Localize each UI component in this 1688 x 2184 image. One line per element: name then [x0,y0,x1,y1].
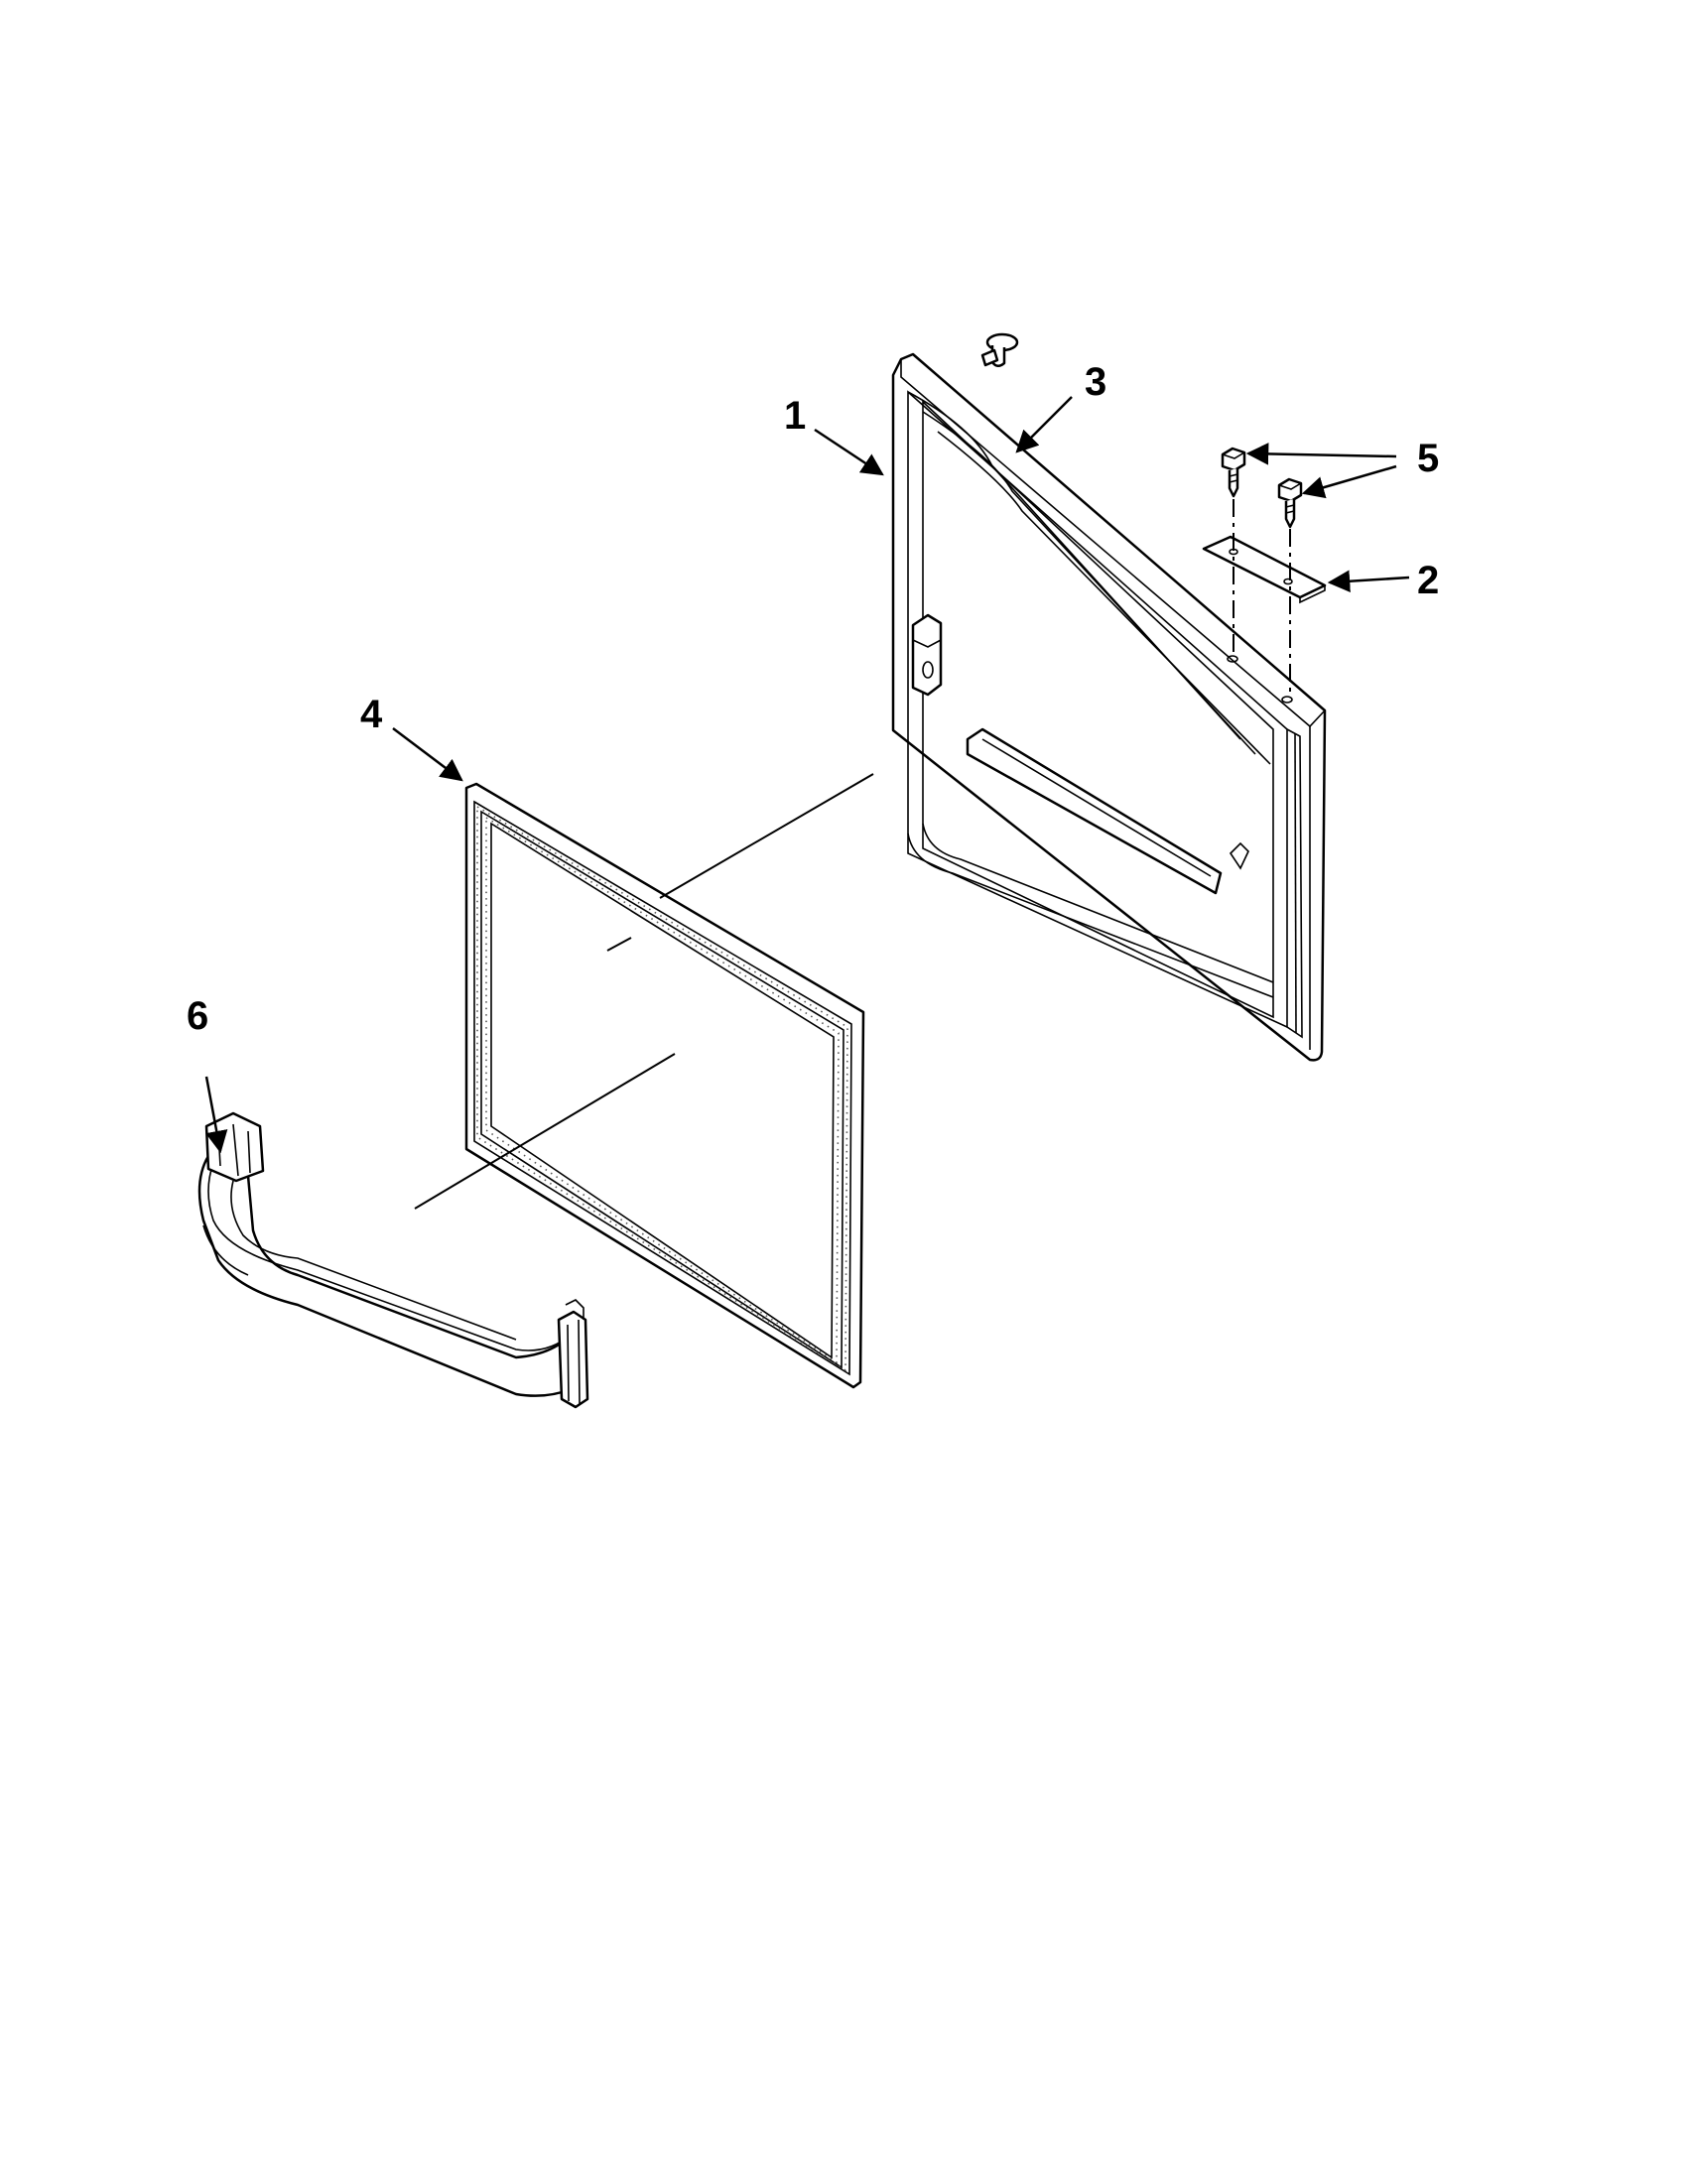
callout-4: 4 [360,693,383,736]
leader-4 [392,727,463,782]
screw-part-5b [1277,477,1303,529]
screw-part-5a [1221,447,1246,498]
shim-plate-part-2 [1202,535,1327,604]
door-bin-part-6 [197,1111,589,1409]
door-stop-part-3 [980,332,1019,367]
assembly-line-bin-to-gasket [414,1053,676,1210]
callout-6: 6 [187,994,208,1038]
assembly-line-gasket-to-door [659,773,874,899]
leader-2 [1327,570,1410,592]
assembly-line-door-to-gasket [606,937,632,952]
callout-2: 2 [1417,559,1439,602]
callout-3: 3 [1085,360,1106,404]
leader-5a [1245,443,1397,465]
door-panel-part-1 [891,352,1327,1062]
door-gasket-part-4 [464,782,865,1389]
callout-1: 1 [784,394,806,438]
leader-6 [204,1076,228,1154]
callout-5: 5 [1417,437,1439,480]
leader-1 [814,428,884,476]
leader-3 [1015,396,1073,453]
leader-5b [1301,464,1397,499]
